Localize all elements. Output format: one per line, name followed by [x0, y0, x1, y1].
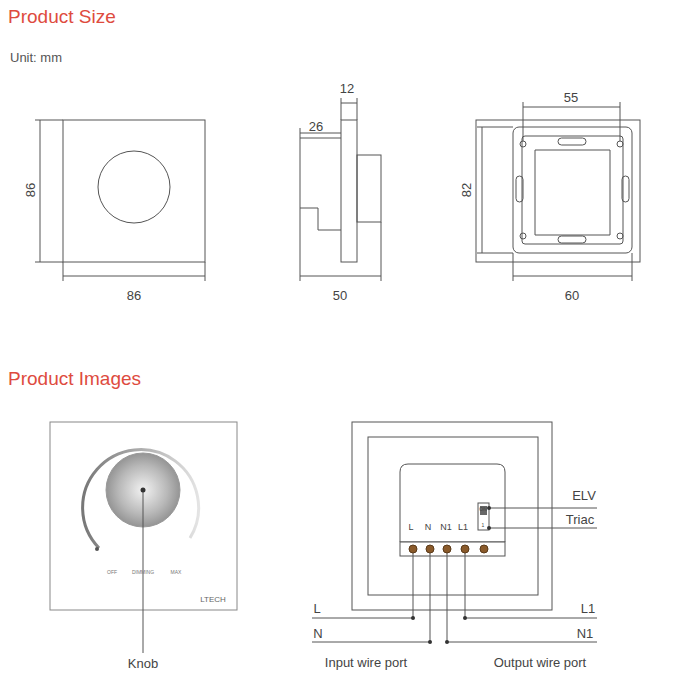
part-name: Knob — [128, 657, 158, 670]
wire-name: L1 — [581, 602, 595, 615]
wire-name: N — [313, 627, 322, 640]
dimension: 50 — [333, 289, 347, 302]
mode-name: Triac — [566, 513, 594, 526]
dimension: 86 — [127, 289, 141, 302]
terminal-name: L — [408, 523, 413, 532]
unit-note: Unit: mm — [10, 51, 62, 64]
section-heading: Product Size — [8, 7, 116, 26]
wire-name: N1 — [577, 627, 594, 640]
section-heading: Product Images — [8, 369, 141, 388]
dimension: 55 — [564, 91, 578, 104]
terminal-name: N — [425, 523, 432, 532]
dimension: 26 — [309, 120, 323, 133]
front-knob — [98, 151, 170, 223]
port-name: Output wire port — [494, 656, 587, 669]
dial-mark: OFF — [107, 570, 117, 575]
switch-mark: ON — [479, 507, 487, 512]
dial-mark: MAX — [171, 570, 182, 575]
brand-logo: LTECH — [200, 596, 226, 604]
mode-name: ELV — [572, 489, 596, 502]
terminal-name: N1 — [440, 523, 452, 532]
dial-mark: DIMMING — [132, 570, 154, 575]
port-name: Input wire port — [325, 656, 407, 669]
dimension: 86 — [24, 183, 37, 197]
dimension: 12 — [340, 82, 354, 95]
switch-mark: 1 — [482, 523, 485, 528]
terminal-name: L1 — [458, 523, 468, 532]
wire-name: L — [313, 602, 320, 615]
dimension: 82 — [460, 183, 473, 197]
front-plate — [63, 120, 205, 262]
dimension: 60 — [565, 289, 579, 302]
